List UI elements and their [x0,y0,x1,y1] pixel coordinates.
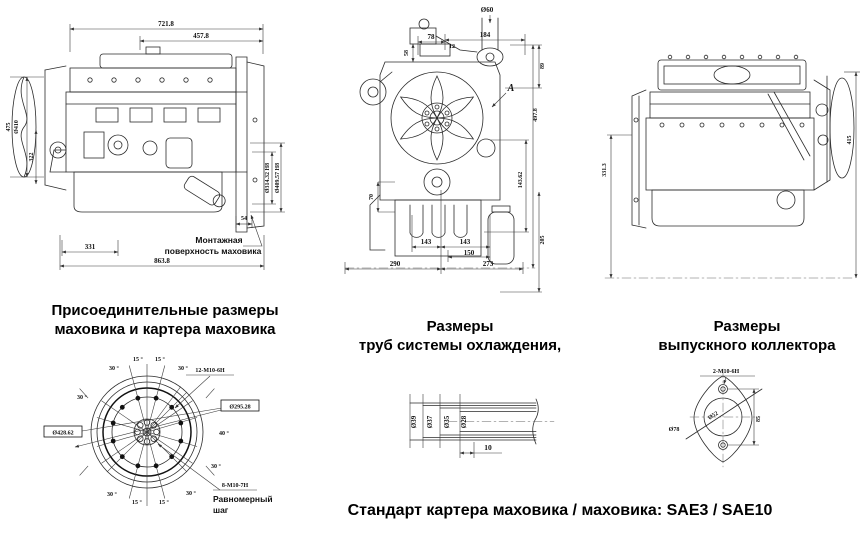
caption-flywheel-dimensions: Присоединительные размеры маховика и кар… [0,301,330,339]
outer-diameter-label: Ø428.62 [52,431,73,437]
engine-front-drawing [344,17,536,269]
dim-331-3-label: 331.3 [602,163,608,177]
flange-bolts-label: 2-M10-6H [713,369,740,375]
angle-label: 15 ° [133,356,144,363]
engine-side-left-drawing [11,46,265,233]
caption-cooling-pipes: Размеры труб системы охлаждения, [348,317,572,355]
angle-label: 30 ° [186,490,197,497]
dim-143-62-label: 143.62 [518,172,524,189]
dim-fan-diameter-label: Ø410 [14,120,20,134]
exhaust-flange-diagram: 2-M10-6H Ø52 Ø78 85 [669,368,763,468]
dim-fan-height-label: 475 [6,123,12,132]
angle-label: 30 ° [211,463,222,470]
caption-flywheel-line1: Присоединительные размеры [51,302,279,319]
caption-cooling-line2: труб системы охлаждения, [358,337,562,354]
caption-flywheel-line2: маховика и картера маховика [54,321,276,338]
uniform-pitch-line1: Равномерный [213,494,273,504]
dim-flange-depth-label: 54 [241,216,247,222]
cooling-pipe-diagram: Ø39 Ø37 Ø35 Ø28 10 [409,394,555,458]
dim-inner-width-label: 457.8 [193,32,209,40]
bolt-circle-bolts [110,395,184,469]
flange-inner-diameter-label: Ø52 [707,411,719,422]
angle-label: 15 ° [159,499,170,506]
dim-housing-bore-label: Ø409.57 H8 [275,163,281,193]
bolt-circle-spokes [74,364,257,506]
bolt-circle-box [220,399,260,412]
angle-label: 40 ° [219,430,230,437]
flywheel-mounting-note-line1: Монтажная [195,235,242,245]
dim-70-label: 70 [369,194,375,200]
dim-flywheel-pilot-label: Ø314.32 H8 [265,163,271,193]
angle-labels: 30 ° 15 ° 15 ° 30 ° 30 ° 40 ° 30 ° 30 ° … [77,356,230,506]
bolts-12-label: 12-M10-6H [195,368,225,374]
flywheel-mounting-note-line2: поверхность маховика [165,246,262,256]
dim-150-label: 150 [464,249,475,257]
uniform-pitch-line2: шаг [213,505,229,515]
dim-58-label: 58 [404,50,410,56]
sae-standard-note: Стандарт картера маховика / маховика: SA… [347,502,773,519]
dim-total-width-label: 721.8 [158,20,174,28]
dim-143-left-label: 143 [421,238,432,246]
bolts-8-label: 8-M10-7H [222,483,249,489]
engine-side-view-right: 331.3 415 [602,54,860,279]
dim-total-length-label: 863.8 [154,257,170,265]
angle-label: 30 ° [178,365,189,372]
pipe-d35-label: Ø35 [443,415,451,428]
pipe-d37-label: Ø37 [426,415,434,428]
dim-89-label: 89 [540,63,546,69]
outer-diameter-box [43,425,83,438]
dim-273-label: 273 [483,260,494,268]
caption-exhaust-line2: выпускного коллектора [658,337,836,354]
flange-bolt-spacing-label: 85 [756,416,762,422]
dim-exhaust-pipe-label: Ø60 [481,6,494,14]
pipe-dimension-lines [409,394,502,458]
caption-exhaust-line1: Размеры [713,318,781,335]
angle-label: 15 ° [155,356,166,363]
engine-side-right-drawing [604,54,855,279]
engine-front-view: Ø60 78 184 12 58 70 89 497.8 143.62 205 … [344,6,546,293]
flange-outer-diameter-label: Ø78 [669,427,680,433]
flange-dimension-lines [700,375,759,446]
dim-total-height-label: 497.8 [533,108,539,122]
dim-415-label: 415 [847,136,853,145]
pipe-offset-label: 10 [484,443,492,452]
dim-290-label: 290 [390,260,401,268]
pipe-d28-label: Ø28 [460,415,468,428]
flywheel-bolt-circle-diagram: Ø428.62 Ø295.28 12-M10-6H 8-M10-7H Равно… [43,356,273,515]
dim-12-label: 12 [449,44,455,50]
dim-bottom-front-label: 331 [85,243,96,251]
front-view-dimension-lines [344,15,542,293]
dim-205-label: 205 [540,236,546,245]
caption-cooling-line1: Размеры [426,318,494,335]
dim-184-label: 184 [480,31,491,39]
right-view-dimension-lines [607,71,860,279]
pipe-section-drawing [409,398,555,445]
bolt-circle-label: Ø295.28 [229,405,250,411]
angle-label: 30 ° [109,365,120,372]
dim-143-right-label: 143 [460,238,471,246]
angle-label: 30 ° [77,394,88,401]
pipe-d39-label: Ø39 [410,415,418,428]
dim-left-height-label: 322 [29,153,35,162]
angle-label: 30 ° [107,491,118,498]
view-a-label: A [507,83,515,94]
dim-78-label: 78 [428,33,436,41]
angle-label: 15 ° [132,499,143,506]
flange-drawing [685,368,763,468]
left-view-dimension-lines [10,24,285,270]
caption-exhaust-manifold: Размеры выпускного коллектора [628,317,866,355]
engine-side-view-left: 721.8 457.8 475 Ø410 322 Ø314.32 H8 Ø409… [6,20,285,270]
